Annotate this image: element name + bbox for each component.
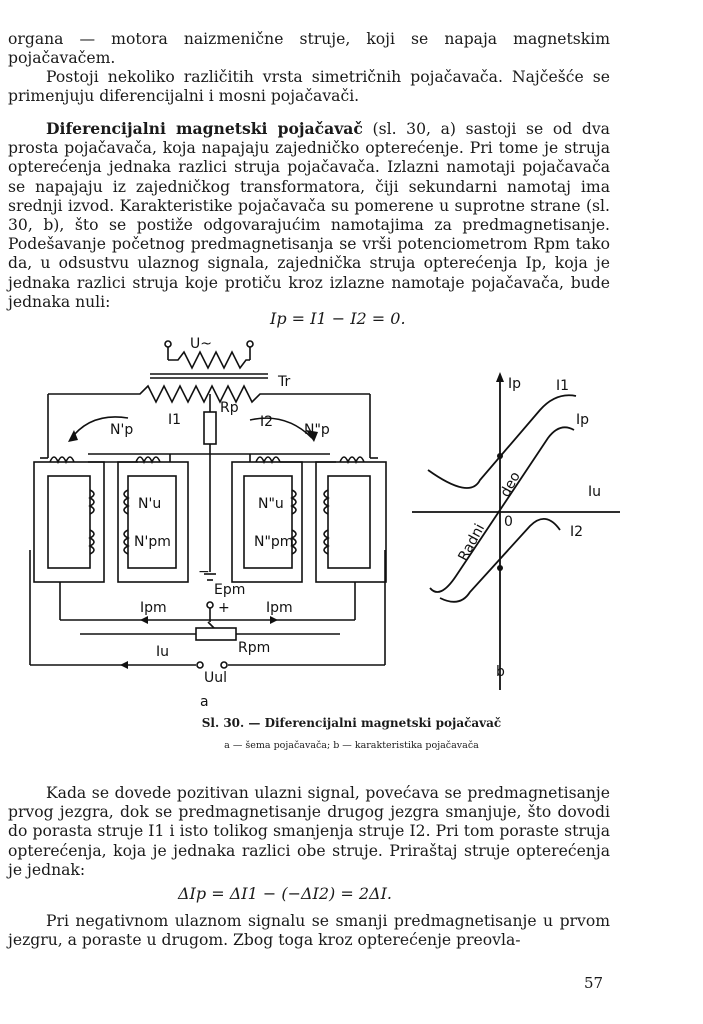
graph-label-deo: deo	[497, 469, 523, 500]
label-uul: Uul	[204, 670, 227, 686]
page-number: 57	[584, 974, 604, 992]
label-nu1: N'u	[138, 496, 161, 512]
label-np1: N'p	[110, 422, 133, 438]
paragraph-1: organa — motora naizmenične struje, koji…	[8, 30, 610, 68]
paragraph-3: Diferencijalni magnetski pojačavač (sl. …	[8, 119, 610, 312]
graph-label-i1: I1	[556, 378, 569, 394]
label-sub-a: a	[200, 694, 209, 710]
label-plus: +	[218, 600, 230, 616]
section-heading: Diferencijalni magnetski pojačavač	[46, 119, 363, 138]
graph-label-sub-b: b	[496, 664, 505, 680]
graph-label-i2: I2	[570, 524, 583, 540]
figure-diagram: U~ Tr Rp I1 I2 N'p N"p N'u N"u N'pm N"pm…	[29, 336, 620, 710]
label-i1: I1	[168, 412, 181, 428]
label-rpm: Rpm	[238, 640, 270, 656]
paragraph-2: Postoji nekoliko različitih vrsta simetr…	[8, 68, 610, 106]
graph-label-iu: Iu	[588, 484, 601, 500]
label-iu: Iu	[156, 644, 169, 660]
figure-caption: Sl. 30. — Diferencijalni magnetski pojač…	[201, 716, 502, 730]
paragraph-5: Pri negativnom ulaznom signalu se smanji…	[8, 912, 610, 950]
paragraph-4: Kada se dovede pozitivan ulazni signal, …	[8, 784, 610, 879]
label-minus: −	[198, 564, 210, 580]
label-ipm-right: Ipm	[266, 600, 293, 616]
graph-label-ip-axis: Ip	[508, 376, 521, 392]
figure-30: U~ Tr Rp I1 I2 N'p N"p N'u N"u N'pm N"pm…	[0, 330, 703, 710]
paragraph-3-body: (sl. 30, a) sastoji se od dva prosta poj…	[8, 120, 610, 311]
formula-2: ΔIp = ΔI1 − (−ΔI2) = 2ΔI.	[178, 884, 392, 903]
label-tr: Tr	[277, 374, 290, 390]
label-nu2: N"u	[258, 496, 284, 512]
graph-label-origin: 0	[504, 514, 513, 530]
label-epm: Epm	[214, 582, 245, 598]
formula-1: Ip = I1 − I2 = 0.	[270, 309, 406, 328]
graph-label-ip-curve: Ip	[576, 412, 589, 428]
label-npm1: N'pm	[134, 534, 171, 550]
figure-subcaption: a — šema pojačavača; b — karakteristika …	[224, 740, 479, 751]
label-i2: I2	[260, 414, 273, 430]
label-ipm-left: Ipm	[140, 600, 167, 616]
label-rp: Rp	[220, 400, 239, 416]
graph-label-radni: Radni	[455, 521, 488, 564]
label-u-supply: U~	[190, 336, 212, 352]
label-npm2: N"pm	[254, 534, 293, 550]
label-np2: N"p	[304, 422, 330, 438]
